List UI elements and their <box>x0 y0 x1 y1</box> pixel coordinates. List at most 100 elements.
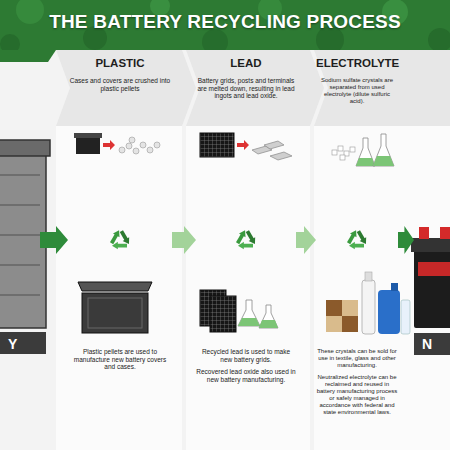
battery-stripe <box>418 262 450 276</box>
jug-cap <box>391 283 398 291</box>
electrolyte-header-chevron <box>314 50 450 126</box>
recycle-symbol <box>238 230 259 252</box>
process-arrow <box>103 140 115 150</box>
banner-label: N <box>422 336 450 352</box>
text-group: Recycled lead is used to make new batter… <box>196 348 296 388</box>
case-inner <box>88 298 142 328</box>
flask <box>356 138 375 166</box>
process-arrow <box>237 140 249 150</box>
lead-grid <box>200 133 234 157</box>
text-group: Plastic pellets are used to manufacture … <box>68 348 172 376</box>
crystal-block <box>326 316 342 332</box>
plastic-icons <box>74 133 160 333</box>
plastic-stage: PLASTIC Cases and covers are crushed into… <box>68 50 172 400</box>
flask-liquid <box>356 158 375 166</box>
old-battery-node: Y <box>0 140 40 358</box>
flow-arrow <box>172 226 196 254</box>
flask <box>259 305 278 328</box>
stage-description: Neutralized electrolyte can be reclaimed… <box>316 374 398 416</box>
flask-liquid <box>259 320 278 328</box>
stage-heading: LEAD <box>196 56 296 70</box>
flow-arrow <box>296 226 316 254</box>
label-banner <box>414 333 450 355</box>
label-banner <box>0 332 46 354</box>
text-group: Battery grids, posts and terminals are m… <box>196 77 296 105</box>
battery-ribs <box>0 175 40 295</box>
crystal-block <box>326 300 342 316</box>
title-text: THE BATTERY RECYCLING PROCESS <box>0 11 450 33</box>
recycle-symbol <box>112 230 133 252</box>
new-battery <box>411 227 450 355</box>
new-battery-node: N <box>414 225 450 360</box>
pellet <box>154 142 160 148</box>
electrolyte-stage: ELECTROLYTE Sodium sulfate crystals are s… <box>316 50 398 450</box>
glass-bottle <box>362 280 375 334</box>
header-corner <box>0 50 56 62</box>
bottle-neck <box>365 272 372 281</box>
stage-description: Battery grids, posts and terminals are m… <box>196 77 296 100</box>
case-cover <box>78 282 152 291</box>
detergent-jug <box>378 290 400 334</box>
recycle-symbols <box>112 230 370 252</box>
old-battery <box>0 140 50 354</box>
flask-liquid <box>373 156 394 166</box>
flask <box>238 300 260 326</box>
battery-terminal <box>440 227 450 239</box>
flask-liquid <box>238 318 260 326</box>
text-group: PLASTIC <box>68 56 172 70</box>
stage-description: These crystals can be sold for use in te… <box>316 348 398 369</box>
pellet <box>126 143 132 149</box>
stage-description: Recovered lead oxide also used in new ba… <box>196 368 296 383</box>
stage-heading: ELECTROLYTE <box>316 56 398 70</box>
text-group: Cases and covers are crushed into plasti… <box>68 77 172 97</box>
crystal-block <box>342 316 358 332</box>
lead-icons <box>200 133 292 332</box>
case-lid-icon <box>74 133 102 138</box>
texture-spot <box>428 28 450 52</box>
battery-body <box>0 152 46 328</box>
plastic-bottle <box>401 300 410 334</box>
flow-arrow <box>398 226 414 254</box>
column-panels <box>56 50 450 450</box>
lead-grid <box>210 296 236 332</box>
battery-case-icon <box>76 137 100 154</box>
pellet <box>119 147 125 153</box>
pellet <box>129 137 135 143</box>
crystal <box>340 155 345 160</box>
crystal-block <box>342 300 358 316</box>
flow-arrow <box>40 226 68 254</box>
lead-ingot <box>264 141 284 149</box>
flask <box>373 134 394 166</box>
crystal <box>332 150 337 155</box>
stage-description: Plastic pellets are used to manufacture … <box>68 348 172 371</box>
stage-heading: PLASTIC <box>68 56 172 70</box>
crystal <box>350 147 355 152</box>
stage-description: Sodium sulfate crystals are separated fr… <box>316 77 398 105</box>
stage-description: Recycled lead is used to make new batter… <box>196 348 296 363</box>
pellet <box>140 142 146 148</box>
text-group: These crystals can be sold for use in te… <box>316 348 398 421</box>
text-group: Sodium sulfate crystals are separated fr… <box>316 77 398 110</box>
pellet <box>147 147 153 153</box>
pellet <box>133 148 139 154</box>
battery-body <box>414 250 450 328</box>
stage-description: Cases and covers are crushed into plasti… <box>68 77 172 92</box>
battery-lid <box>411 238 450 252</box>
recycle-symbol <box>349 230 370 252</box>
lead-stage: LEAD Battery grids, posts and terminals a… <box>196 50 296 400</box>
crystal <box>338 146 343 151</box>
electrolyte-icons <box>326 134 410 334</box>
lead-header-chevron <box>186 50 324 126</box>
lead-ingot <box>270 152 292 160</box>
plastic-header-chevron <box>56 50 196 126</box>
plastic-panel <box>56 126 182 450</box>
banner-label: Y <box>8 336 40 352</box>
text-group: ELECTROLYTE <box>316 56 398 70</box>
text-group: Y <box>8 336 40 352</box>
battery-case <box>82 293 148 333</box>
battery-lid <box>0 140 50 156</box>
texture-spot <box>16 0 44 24</box>
